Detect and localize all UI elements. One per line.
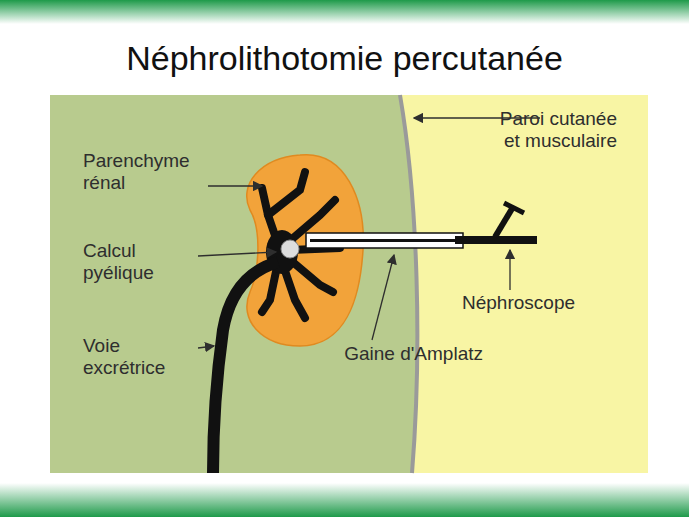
amplatz-sheath [306,233,463,248]
ureter [213,262,278,473]
scope-label: Néphroscope [462,292,622,314]
inside-body [50,95,417,473]
outside-body [50,95,648,473]
scope-cap [504,203,524,213]
scope-port [495,207,513,237]
leader-lines [198,118,540,348]
slide-title: Néphrolithotomie percutanée [0,38,689,78]
wall-label: Paroi cutanée et musculaire [495,108,617,152]
kidney [247,155,364,346]
stone-label: Calcul pyélique [83,240,193,284]
top-band [0,0,689,24]
scope-shaft [310,239,460,242]
ureter-label: Voie excrétrice [83,335,195,379]
bottom-band [0,483,689,517]
parenchyma-label: Parenchyme rénal [83,150,208,194]
skin-wall [400,95,417,473]
stone [281,240,299,258]
sheath-label: Gaine d'Amplatz [340,343,483,365]
